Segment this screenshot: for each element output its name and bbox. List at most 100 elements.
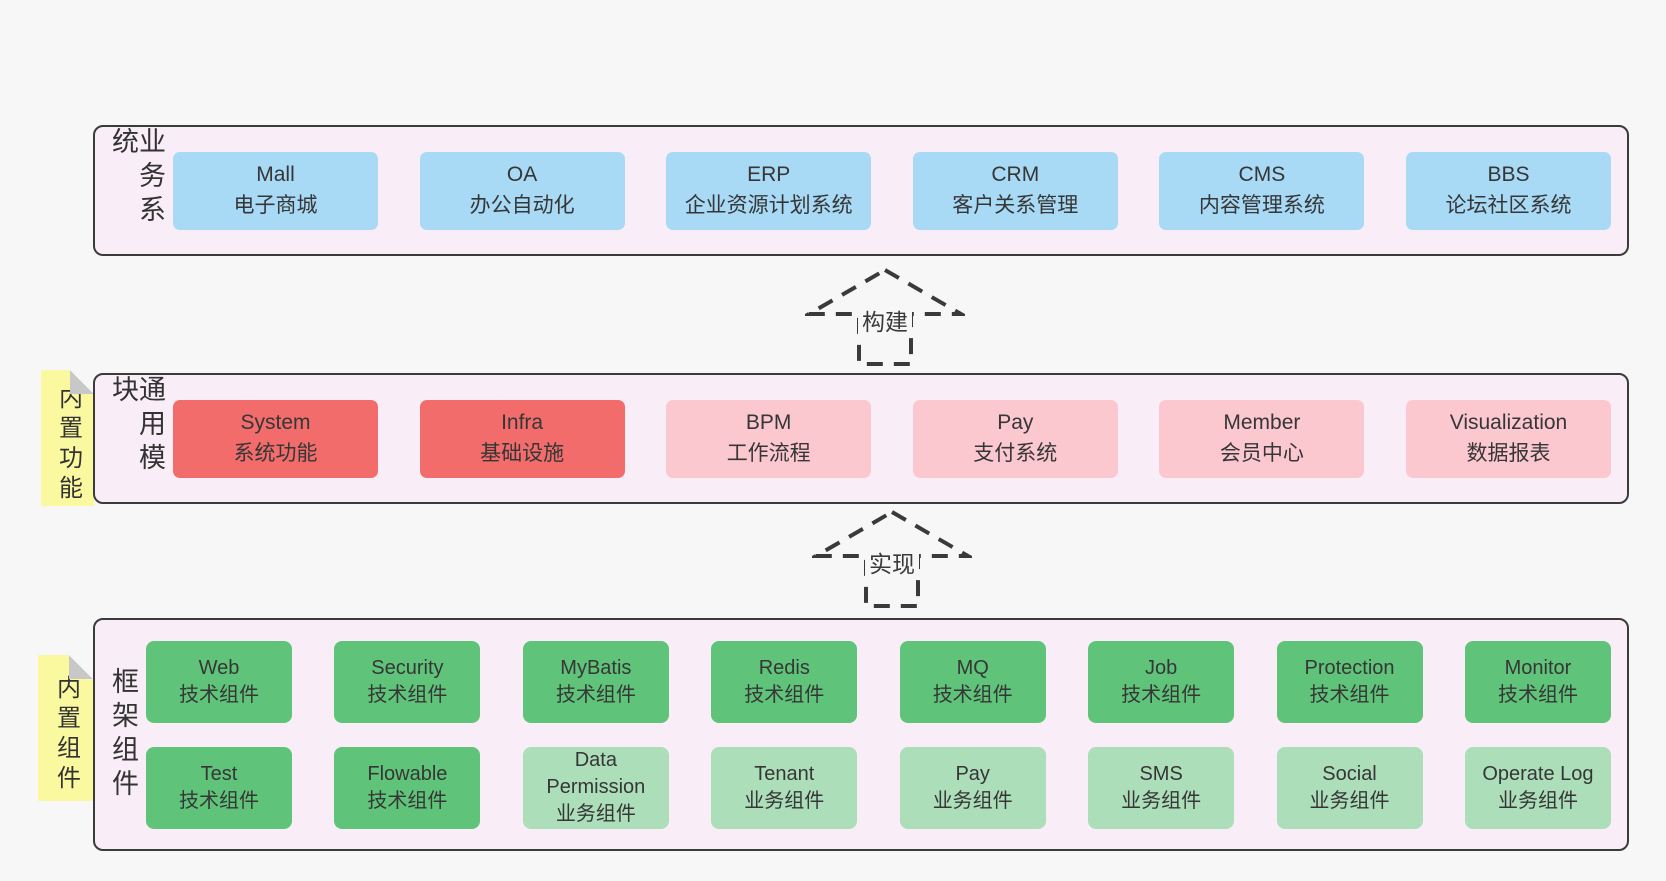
sticky-built-in-features: 内置功能 [41, 370, 94, 506]
component-rows: Web 技术组件 Security 技术组件 MyBatis 技术组件 Redi… [146, 640, 1611, 829]
box-subtitle: 工作流程 [726, 441, 811, 465]
box-title: Test [200, 762, 238, 785]
box-title: Mall [256, 163, 295, 187]
sticky-label: 内置组件 [52, 675, 80, 795]
folded-corner-icon [69, 655, 93, 679]
box-erp: ERP 企业资源计划系统 [666, 151, 872, 230]
box-web: Web 技术组件 [146, 640, 292, 723]
box-mall: Mall 电子商城 [173, 151, 378, 230]
box-sms: SMS 业务组件 [1088, 746, 1235, 829]
box-title: SMS [1139, 762, 1183, 785]
arrow-up-icon [812, 509, 972, 608]
box-subtitle: 基础设施 [480, 441, 565, 465]
box-title: OA [506, 163, 538, 187]
box-title: MQ [956, 656, 989, 679]
box-pay-business: Pay 业务组件 [899, 746, 1046, 829]
box-title: Data Permission [546, 749, 646, 798]
box-subtitle: 技术组件 [1497, 683, 1578, 706]
sticky-label: 内置功能 [54, 385, 82, 505]
box-subtitle: 技术组件 [367, 683, 448, 706]
box-title: Operate Log [1482, 762, 1594, 785]
box-subtitle: 业务组件 [1497, 789, 1578, 812]
band-label: 框架组件 [108, 666, 138, 803]
box-subtitle: 业务组件 [932, 789, 1013, 812]
box-redis: Redis 技术组件 [711, 640, 858, 723]
box-visualization: Visualization 数据报表 [1405, 399, 1611, 478]
box-title: Security [371, 656, 444, 679]
band-business-systems: 业务系统 Mall 电子商城 OA 办公自动化 ERP 企业资源计划系统 CRM… [93, 125, 1629, 256]
box-bpm: BPM 工作流程 [666, 399, 872, 478]
box-subtitle: 客户关系管理 [952, 193, 1079, 217]
box-title: Member [1223, 411, 1301, 435]
box-flowable: Flowable 技术组件 [334, 746, 481, 829]
arrow-build: 构建 [805, 266, 965, 368]
arrow-implement: 实现 [812, 508, 972, 610]
box-title: CMS [1238, 163, 1286, 187]
box-title: Visualization [1449, 411, 1568, 435]
box-subtitle: 办公自动化 [469, 193, 575, 217]
box-subtitle: 电子商城 [233, 193, 318, 217]
box-subtitle: 业务组件 [1309, 789, 1390, 812]
box-subtitle: 技术组件 [932, 683, 1013, 706]
arrow-up-icon [805, 267, 965, 366]
box-oa: OA 办公自动化 [419, 151, 625, 230]
box-data-permission: Data Permission 业务组件 [522, 746, 669, 829]
business-boxes-row: Mall 电子商城 OA 办公自动化 ERP 企业资源计划系统 CRM 客户关系… [173, 151, 1611, 230]
box-tenant: Tenant 业务组件 [711, 746, 858, 829]
box-crm: CRM 客户关系管理 [912, 151, 1118, 230]
box-title: Infra [501, 411, 544, 435]
box-job: Job 技术组件 [1088, 640, 1235, 723]
box-title: BBS [1487, 163, 1530, 187]
box-subtitle: 支付系统 [973, 441, 1058, 465]
box-subtitle: 内容管理系统 [1198, 193, 1325, 217]
band-framework-components: 框架组件 Web 技术组件 Security 技术组件 MyBatis 技术组件… [93, 618, 1629, 851]
box-subtitle: 技术组件 [1309, 683, 1390, 706]
component-row-1: Web 技术组件 Security 技术组件 MyBatis 技术组件 Redi… [146, 640, 1611, 723]
box-subtitle: 技术组件 [179, 789, 259, 812]
box-operate-log: Operate Log 业务组件 [1464, 746, 1611, 829]
box-title: Flowable [367, 762, 448, 785]
box-title: Tenant [754, 762, 815, 785]
box-subtitle: 技术组件 [179, 683, 259, 706]
box-pay: Pay 支付系统 [912, 399, 1118, 478]
box-subtitle: 技术组件 [367, 789, 448, 812]
box-cms: CMS 内容管理系统 [1159, 151, 1365, 230]
sticky-built-in-components: 内置组件 [38, 655, 93, 801]
component-row-2: Test 技术组件 Flowable 技术组件 Data Permission … [146, 746, 1611, 829]
box-mybatis: MyBatis 技术组件 [522, 640, 669, 723]
box-subtitle: 系统功能 [233, 441, 318, 465]
box-bbs: BBS 论坛社区系统 [1405, 151, 1611, 230]
box-title: Social [1322, 762, 1377, 785]
box-protection: Protection 技术组件 [1276, 640, 1423, 723]
band-common-modules: 通用模块 System 系统功能 Infra 基础设施 BPM 工作流程 Pay… [93, 373, 1629, 504]
box-title: Pay [997, 411, 1034, 435]
box-title: ERP [747, 163, 791, 187]
box-title: BPM [745, 411, 792, 435]
box-title: Protection [1304, 656, 1395, 679]
band-label: 通用模块 [108, 375, 165, 477]
box-title: CRM [991, 163, 1040, 187]
box-title: Web [198, 656, 240, 679]
box-subtitle: 数据报表 [1466, 441, 1551, 465]
box-social: Social 业务组件 [1276, 746, 1423, 829]
box-title: Monitor [1504, 656, 1572, 679]
band-label: 业务系统 [108, 127, 165, 229]
box-security: Security 技术组件 [334, 640, 481, 723]
box-title: Redis [758, 656, 810, 679]
box-subtitle: 会员中心 [1219, 441, 1304, 465]
box-subtitle: 技术组件 [555, 683, 636, 706]
box-subtitle: 企业资源计划系统 [684, 193, 853, 217]
box-title: Job [1144, 656, 1178, 679]
box-subtitle: 论坛社区系统 [1445, 193, 1572, 217]
box-monitor: Monitor 技术组件 [1464, 640, 1611, 723]
box-title: System [240, 411, 311, 435]
box-mq: MQ 技术组件 [899, 640, 1046, 723]
box-subtitle: 业务组件 [744, 789, 825, 812]
box-system: System 系统功能 [173, 399, 378, 478]
box-subtitle: 业务组件 [555, 803, 636, 825]
box-subtitle: 业务组件 [1121, 789, 1202, 812]
box-member: Member 会员中心 [1159, 399, 1365, 478]
arrow-label: 实现 [865, 544, 919, 580]
module-boxes-row: System 系统功能 Infra 基础设施 BPM 工作流程 Pay 支付系统… [173, 399, 1611, 478]
